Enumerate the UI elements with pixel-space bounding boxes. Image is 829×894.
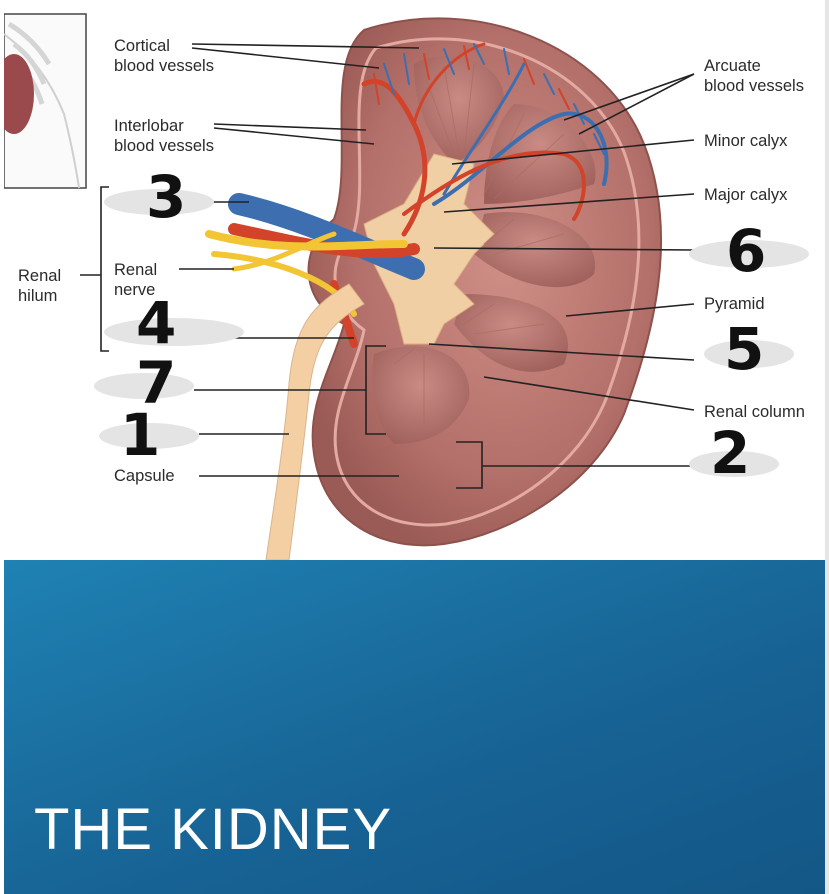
kidney-body [307, 17, 663, 547]
handwritten-number-3: 3 [146, 163, 187, 231]
handwritten-number-4: 4 [136, 289, 177, 357]
kidney-diagram: Cortical blood vessels Interlobar blood … [4, 4, 825, 560]
label-minor-calyx: Minor calyx [704, 132, 788, 150]
leader-lines [80, 43, 695, 489]
handwritten-number-5: 5 [724, 315, 765, 383]
handwritten-number-1: 1 [120, 401, 161, 469]
white-out-marks [94, 189, 809, 477]
label-renal-nerve: Renal nerve [114, 261, 158, 299]
window-edge [825, 0, 829, 894]
label-interlobar-blood-vessels: Interlobar blood vessels [114, 117, 214, 155]
label-pyramid: Pyramid [704, 295, 765, 313]
label-renal-hilum: Renal hilum [18, 267, 62, 305]
handwritten-number-6: 6 [726, 217, 767, 285]
label-major-calyx: Major calyx [704, 186, 788, 204]
label-arcuate-blood-vessels: Arcuate blood vessels [704, 57, 804, 95]
label-capsule: Capsule [114, 467, 175, 485]
handwritten-number-2: 2 [710, 419, 751, 487]
ureter [265, 283, 365, 560]
torso-inset [4, 13, 87, 189]
kidney-illustration [4, 13, 809, 560]
handwritten-number-7: 7 [136, 349, 177, 417]
label-cortical-blood-vessels: Cortical blood vessels [114, 37, 214, 75]
label-renal-column: Renal column [704, 403, 805, 421]
title-band: THE KIDNEY [4, 560, 825, 894]
slide-title: THE KIDNEY [34, 797, 393, 862]
